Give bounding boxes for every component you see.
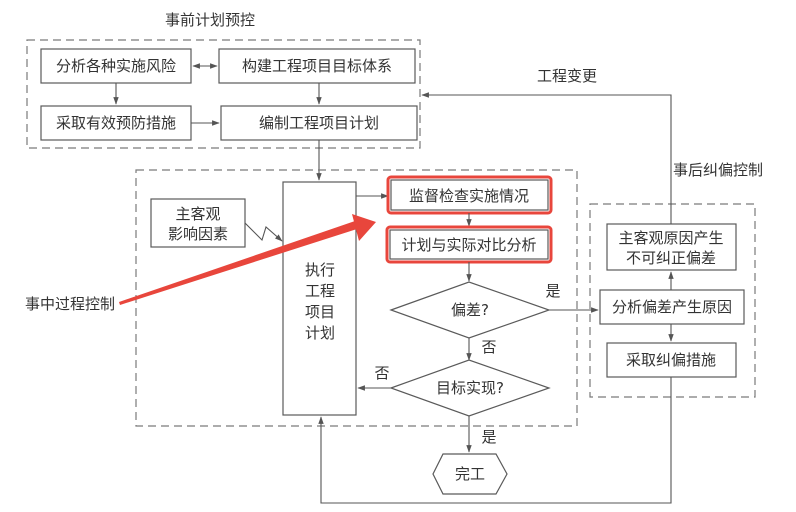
node-analyze-cause: 分析偏差产生原因	[599, 289, 745, 325]
node-uncorrectable-line2: 不可纠正偏差	[626, 249, 716, 267]
node-build-target-system-label: 构建工程项目目标体系	[242, 57, 392, 75]
node-execute-line4: 计划	[305, 324, 335, 342]
node-execute-line2: 工程	[305, 282, 335, 300]
label-engineering-change: 工程变更	[537, 67, 597, 85]
node-influence-factors-line1: 主客观	[175, 205, 220, 223]
node-deviation-decision: 偏差?	[389, 281, 551, 339]
node-preventive-measures: 采取有效预防措施	[40, 105, 192, 141]
node-build-target-system: 构建工程项目目标体系	[218, 48, 416, 84]
section-label-in-process-control: 事中过程控制	[25, 295, 115, 313]
node-uncorrectable: 主客观原因产生 不可纠正偏差	[606, 223, 737, 271]
node-compare: 计划与实际对比分析	[385, 225, 553, 264]
node-target-label: 目标实现?	[436, 379, 504, 397]
section-label-pre-control: 事前计划预控	[165, 11, 255, 29]
edge-influence-lightning	[244, 222, 283, 242]
node-corrective-measures-label: 采取纠偏措施	[626, 351, 716, 369]
edge-corrective-feedback	[318, 377, 672, 504]
node-uncorrectable-line1: 主客观原因产生	[618, 229, 723, 247]
node-execute-line3: 项目	[305, 303, 335, 321]
node-completion-label: 完工	[455, 465, 485, 483]
node-influence-factors: 主客观 影响因素	[150, 198, 246, 248]
node-compare-label: 计划与实际对比分析	[401, 236, 536, 254]
pre-control-group	[26, 39, 421, 149]
node-completion: 完工	[432, 453, 508, 495]
post-control-group	[589, 203, 756, 398]
node-execute-line1: 执行	[305, 261, 335, 279]
edge-engineering-change	[421, 92, 672, 224]
node-analyze-cause-label: 分析偏差产生原因	[612, 298, 732, 316]
node-deviation-label: 偏差?	[451, 301, 489, 319]
node-target-decision: 目标实现?	[389, 359, 551, 417]
label-deviation-no: 否	[481, 338, 496, 356]
node-compile-plan: 编制工程项目计划	[220, 105, 418, 141]
node-analyze-risk-label: 分析各种实施风险	[56, 57, 176, 75]
node-execute-plan: 执行 工程 项目 计划	[282, 181, 357, 416]
node-analyze-risk: 分析各种实施风险	[40, 48, 192, 84]
in-process-annotation-arrow	[119, 214, 376, 305]
section-label-post-control: 事后纠偏控制	[673, 161, 763, 179]
label-target-no: 否	[374, 364, 389, 382]
node-compile-plan-label: 编制工程项目计划	[259, 114, 379, 132]
label-target-yes: 是	[481, 428, 496, 446]
label-deviation-yes: 是	[545, 282, 560, 300]
node-corrective-measures: 采取纠偏措施	[606, 342, 737, 378]
node-monitor: 监督检查实施情况	[386, 175, 553, 215]
node-influence-factors-line2: 影响因素	[168, 225, 228, 243]
node-monitor-label: 监督检查实施情况	[409, 187, 529, 205]
node-preventive-measures-label: 采取有效预防措施	[56, 114, 176, 132]
